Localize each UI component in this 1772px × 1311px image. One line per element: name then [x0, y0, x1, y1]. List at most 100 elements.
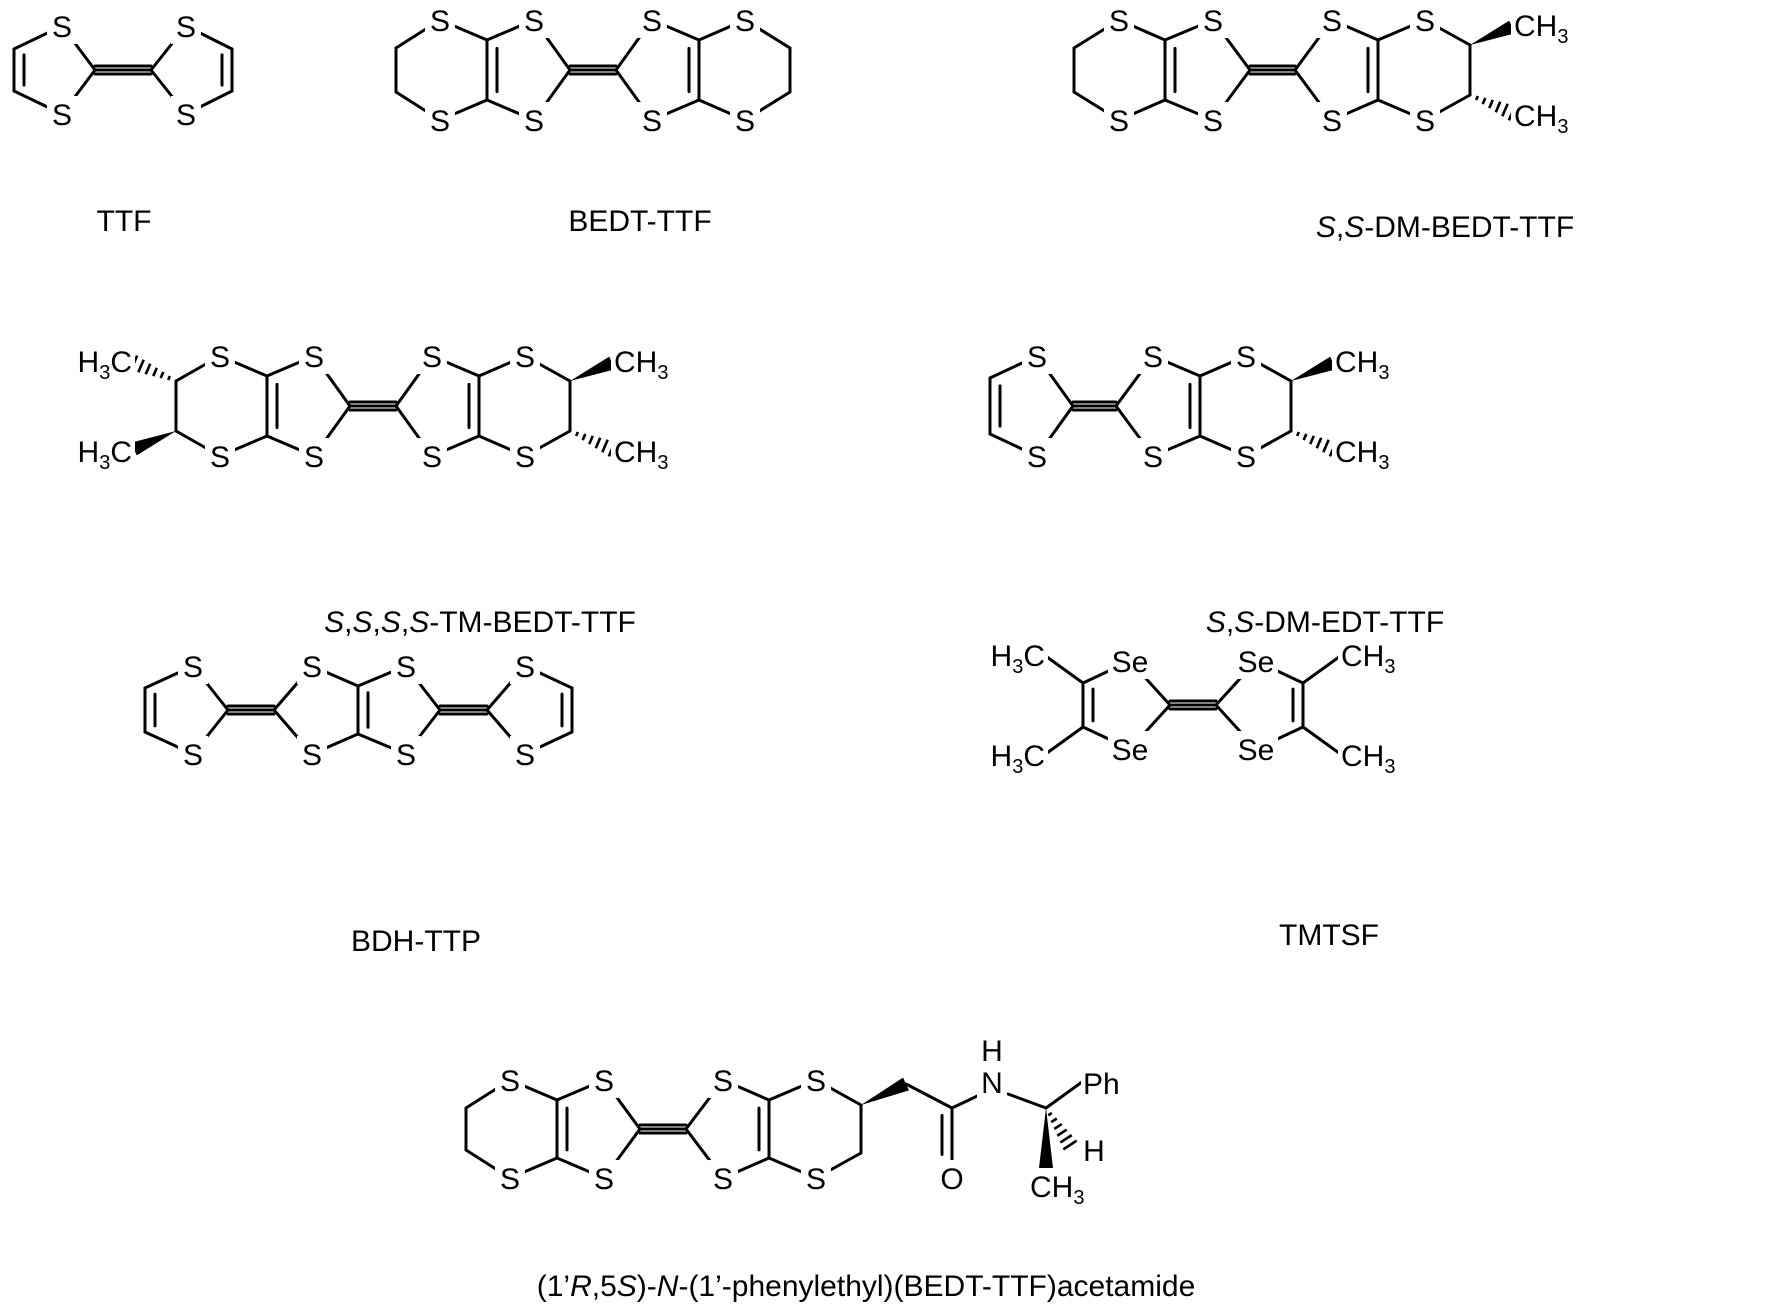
- sulfur-atom: S: [1236, 341, 1256, 374]
- sulfur-atom: S: [515, 341, 535, 374]
- hashed-bond: [588, 435, 594, 445]
- sulfur-atom: S: [1415, 105, 1435, 138]
- sulfur-atom: S: [176, 99, 196, 132]
- bond: [1301, 655, 1341, 685]
- bond: [1045, 655, 1085, 685]
- atom-label-background: [611, 343, 683, 381]
- atom-label-background: [171, 8, 201, 44]
- sulfur-atom: S: [210, 341, 230, 374]
- sulfur-atom: S: [524, 5, 544, 38]
- sulfur-atom: S: [735, 5, 755, 38]
- atom-label-background: [708, 1062, 738, 1098]
- atom-label-background: [1104, 2, 1134, 38]
- wedge-bond: [1291, 356, 1336, 381]
- sulfur-atom: S: [183, 739, 203, 772]
- atom-label-background: [611, 433, 683, 471]
- methyl-group: H3C: [78, 436, 132, 474]
- bond: [1301, 725, 1341, 755]
- caption-ss-dm-edt-ttf: S,S-DM-EDT-TTF: [1206, 606, 1444, 639]
- wedge-bond: [1039, 1108, 1053, 1168]
- atom-label-background: [495, 1160, 525, 1196]
- sulfur-atom: S: [396, 651, 416, 684]
- sulfur-atom: S: [422, 341, 442, 374]
- sulfur-atom: S: [302, 739, 322, 772]
- atom-label-background: [178, 736, 208, 772]
- hashed-bond: [144, 363, 152, 375]
- hashed-bond: [1062, 1139, 1078, 1151]
- methyl-group: CH3: [1030, 1171, 1084, 1209]
- atom-label-background: [519, 102, 549, 138]
- atom-label-background: [417, 338, 447, 374]
- atom-label-background: [1138, 438, 1168, 474]
- sulfur-atom: S: [806, 1065, 826, 1098]
- atom-label-background: [589, 1062, 619, 1098]
- sulfur-atom: S: [594, 1065, 614, 1098]
- atom-label-background: [730, 2, 760, 38]
- hashed-bond: [1050, 1117, 1058, 1124]
- atom-label-background: [1104, 102, 1134, 138]
- selenium-atom: Se: [1112, 734, 1149, 767]
- sulfur-atom: S: [396, 739, 416, 772]
- sulfur-atom: S: [1143, 341, 1163, 374]
- wedge-bond: [131, 431, 176, 456]
- atom-label-background: [1317, 2, 1347, 38]
- hashed-bond: [152, 367, 158, 377]
- sulfur-atom: S: [430, 5, 450, 38]
- atom-label-background: [1410, 2, 1440, 38]
- hashed-bond: [1315, 437, 1323, 449]
- atom-label-background: [937, 1160, 967, 1196]
- hashed-bond: [1053, 1122, 1063, 1131]
- atom-label-background: [976, 637, 1048, 675]
- methyl-group: CH3: [1335, 436, 1389, 474]
- atom-label-background: [510, 736, 540, 772]
- atom-label-background: [510, 438, 540, 474]
- atom-label-background: [171, 96, 201, 132]
- sulfur-atom: S: [1236, 441, 1256, 474]
- atom-label-background: [1198, 2, 1228, 38]
- hashed-bond: [1302, 433, 1308, 441]
- sulfur-atom: S: [642, 105, 662, 138]
- atom-label-background: [1022, 338, 1052, 374]
- atom-label-background: [801, 1160, 831, 1196]
- hashed-bond: [166, 375, 172, 381]
- sulfur-atom: S: [422, 441, 442, 474]
- atom-label-background: [730, 102, 760, 138]
- phenyl-group: Ph: [1083, 1068, 1120, 1101]
- atom-label-background: [1410, 102, 1440, 138]
- wedge-bond: [861, 1077, 909, 1105]
- sulfur-atom: S: [524, 105, 544, 138]
- sulfur-atom: S: [1109, 5, 1129, 38]
- sulfur-atom: S: [304, 441, 324, 474]
- sulfur-atom: S: [210, 441, 230, 474]
- atom-label-background: [977, 1064, 1007, 1100]
- hashed-bond: [1059, 1134, 1073, 1144]
- bond: [1006, 1092, 1048, 1110]
- hashed-bond: [594, 437, 602, 449]
- atom-label-background: [47, 8, 77, 44]
- atom-label-background: [495, 1062, 525, 1098]
- atom-label-background: [1234, 643, 1278, 679]
- sulfur-atom: S: [1322, 105, 1342, 138]
- sulfur-atom: S: [52, 99, 72, 132]
- hashed-bond: [1056, 1128, 1068, 1137]
- sulfur-atom: S: [1143, 441, 1163, 474]
- sulfur-atom: S: [594, 1163, 614, 1196]
- bond: [1045, 725, 1085, 755]
- sulfur-atom: S: [1027, 341, 1047, 374]
- atom-label-background: [1022, 438, 1052, 474]
- sulfur-atom: S: [1203, 5, 1223, 38]
- hashed-bond: [1322, 439, 1330, 453]
- caption-bdh-ttp: BDH-TTP: [351, 925, 481, 958]
- nitrogen-atom: N: [981, 1067, 1003, 1100]
- atom-label-background: [708, 1160, 738, 1196]
- atom-label-background: [297, 736, 327, 772]
- sulfur-atom: S: [183, 651, 203, 684]
- hydrogen-atom: H: [1083, 1135, 1105, 1168]
- atom-label-background: [1231, 338, 1261, 374]
- amide-hydrogen: H: [981, 1035, 1003, 1068]
- wedge-bond: [570, 356, 615, 381]
- atom-label-background: [178, 648, 208, 684]
- atom-label-background: [205, 438, 235, 474]
- sulfur-atom: S: [713, 1163, 733, 1196]
